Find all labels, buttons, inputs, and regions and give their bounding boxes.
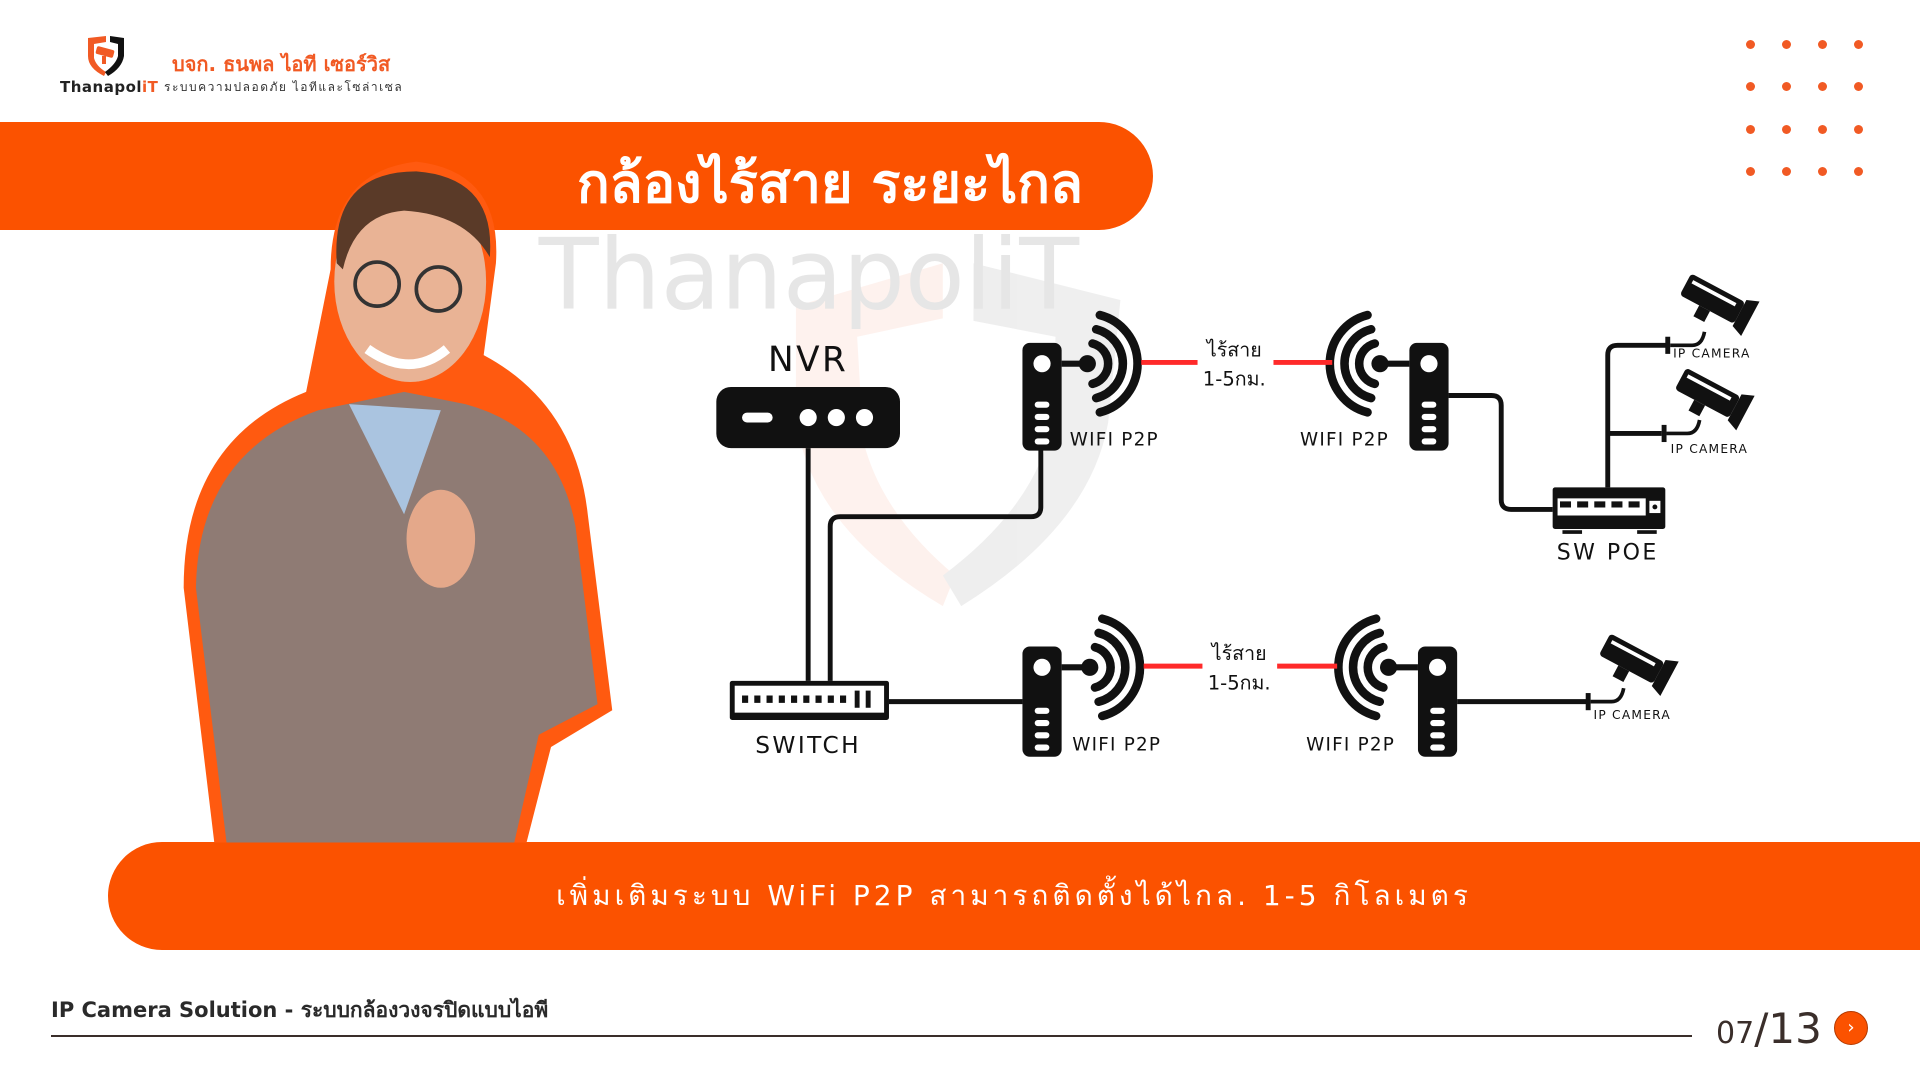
ip-camera-icon	[1665, 274, 1760, 354]
page-indicator: 07/13	[1716, 1004, 1822, 1053]
nvr-label: NVR	[768, 340, 848, 380]
brand-name: ThanapoliT	[60, 78, 159, 96]
page-current: 07	[1716, 1016, 1755, 1051]
watermark-text: ThanapoliT	[538, 219, 1081, 333]
page-title: กล้องไร้สาย ระยะไกล	[576, 152, 1084, 215]
subtitle-banner	[108, 842, 1920, 950]
camera-label: IP CAMERA	[1673, 347, 1750, 361]
camera-label: IP CAMERA	[1671, 442, 1748, 456]
wifi-label: WIFI P2P	[1072, 735, 1161, 756]
wireless-label-bottom: ไร้สาย	[1210, 642, 1267, 665]
range-label-bottom: 1-5กม.	[1208, 671, 1271, 694]
camera-label: IP CAMERA	[1594, 708, 1671, 722]
company-name: บจก. ธนพล ไอที เซอร์วิส	[172, 52, 391, 76]
wifi-p2p-icon	[1022, 614, 1145, 757]
footer-divider	[51, 1035, 1692, 1037]
company-tagline: ระบบความปลอดภัย ไอทีและโซล่าเซล	[164, 80, 404, 94]
wifi-label: WIFI P2P	[1300, 430, 1389, 451]
ip-camera-icon	[1585, 634, 1679, 711]
ip-camera-icon	[1661, 369, 1755, 443]
nvr-icon	[716, 386, 900, 449]
wifi-label: WIFI P2P	[1306, 735, 1395, 756]
watermark-logo-icon	[795, 263, 1121, 607]
wifi-label: WIFI P2P	[1070, 430, 1159, 451]
next-page-button[interactable]: ›	[1834, 1011, 1868, 1045]
wifi-p2p-icon	[1334, 614, 1458, 757]
decorative-dot-grid	[1746, 34, 1886, 184]
switch-icon	[729, 680, 889, 720]
subtitle-text: เพิ่มเติมระบบ WiFi P2P สามารถติดตั้งได้ไ…	[556, 879, 1472, 912]
range-label-top: 1-5กม.	[1203, 368, 1266, 391]
company-logo-icon	[88, 36, 124, 76]
title-banner	[0, 122, 1153, 230]
footer-title: IP Camera Solution - ระบบกล้องวงจรปิดแบบ…	[51, 998, 549, 1022]
presenter-photo	[183, 161, 613, 843]
poe-switch-icon	[1552, 487, 1666, 534]
wifi-p2p-icon	[1022, 310, 1142, 451]
switch-label: SWITCH	[755, 732, 861, 759]
chevron-right-icon: ›	[1847, 1017, 1855, 1038]
wireless-label-top: ไร้สาย	[1205, 338, 1262, 361]
page-total: 13	[1768, 1004, 1822, 1053]
sw-poe-label: SW POE	[1557, 541, 1659, 566]
